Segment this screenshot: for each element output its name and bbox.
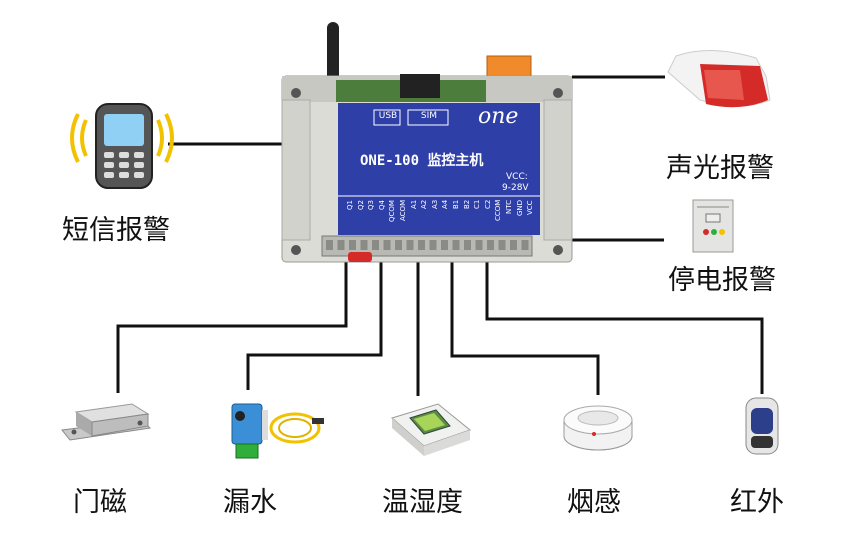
- thermo-hygrometer-icon: [390, 403, 472, 456]
- device-model: ONE-100 监控主机: [360, 153, 484, 169]
- usb-port: [400, 74, 440, 98]
- terminal-label: ACOM: [399, 200, 407, 222]
- terminal-label: Q2: [356, 200, 365, 210]
- terminal-label: A1: [409, 200, 418, 210]
- label-siren-alarm: 声光报警: [666, 153, 774, 184]
- connection-lines: [116, 75, 764, 396]
- water-leak-icon: [231, 403, 324, 459]
- smoke-detector-icon: [563, 405, 633, 451]
- screw-top-right: [553, 88, 563, 98]
- terminal-screw: [475, 240, 483, 250]
- terminal-screw: [487, 240, 494, 250]
- usb-label: USB: [378, 111, 398, 121]
- terminal-label: Q4: [377, 200, 386, 210]
- terminal-screw: [349, 240, 356, 250]
- terminal-label: GND: [515, 200, 524, 217]
- label-smoke-detector: 烟感: [567, 487, 621, 518]
- voltage-label: 9-28V: [502, 183, 529, 193]
- terminal-label: CCOM: [494, 200, 503, 222]
- terminal-label: B1: [452, 200, 460, 210]
- label-infrared: 红外: [730, 487, 784, 518]
- terminal-screw: [441, 240, 448, 250]
- brand-logo: one: [478, 104, 519, 129]
- terminal-screw: [510, 240, 517, 250]
- vcc-label: VCC:: [506, 172, 528, 182]
- line-water: [246, 258, 383, 390]
- terminal-screw: [429, 240, 437, 250]
- terminal-label: A4: [441, 200, 450, 210]
- terminal-screw: [452, 240, 460, 250]
- power-box-icon: [692, 199, 734, 253]
- terminal-label: Q1: [346, 200, 354, 210]
- label-temp-humidity: 温湿度: [382, 487, 463, 518]
- terminal-label: B2: [462, 200, 471, 210]
- infrared-detector-icon: [745, 397, 779, 455]
- terminal-label: C2: [483, 200, 492, 210]
- label-door-sensor: 门磁: [73, 487, 127, 518]
- screw-top-left: [291, 88, 301, 98]
- door-sensor-icon: [61, 403, 152, 441]
- label-power-alarm: 停电报警: [668, 265, 776, 296]
- label-sms-alarm: 短信报警: [62, 215, 170, 246]
- terminal-screw: [326, 240, 333, 250]
- terminal-label: QCOM: [388, 200, 397, 222]
- screw-bottom-right: [553, 245, 563, 255]
- terminal-screw: [464, 240, 471, 250]
- terminal-label: Q3: [367, 200, 376, 210]
- terminal-screw: [498, 240, 506, 250]
- terminal-screw: [521, 240, 529, 250]
- terminal-label: A2: [420, 200, 429, 210]
- siren-icon: [667, 50, 771, 108]
- terminal-screw: [395, 240, 402, 250]
- label-water-leak: 漏水: [223, 487, 277, 518]
- phone-icon: [70, 103, 174, 189]
- terminal-screw: [406, 240, 414, 250]
- terminal-screw: [337, 240, 345, 250]
- terminal-label: A3: [430, 200, 439, 210]
- terminal-screw: [383, 240, 391, 250]
- terminal-screw: [372, 240, 379, 250]
- line-door: [116, 258, 348, 393]
- terminal-screw: [360, 240, 368, 250]
- terminal-label: NTC: [505, 200, 513, 214]
- terminal-label: C1: [473, 200, 482, 210]
- line-smoke: [450, 258, 600, 395]
- terminal-screw: [418, 240, 425, 250]
- controller-unit: [281, 22, 573, 263]
- screw-bottom-left: [291, 245, 301, 255]
- terminal-label: VCC: [526, 200, 535, 215]
- antenna: [327, 22, 339, 84]
- line-ir: [485, 258, 764, 394]
- sim-label: SIM: [420, 111, 438, 121]
